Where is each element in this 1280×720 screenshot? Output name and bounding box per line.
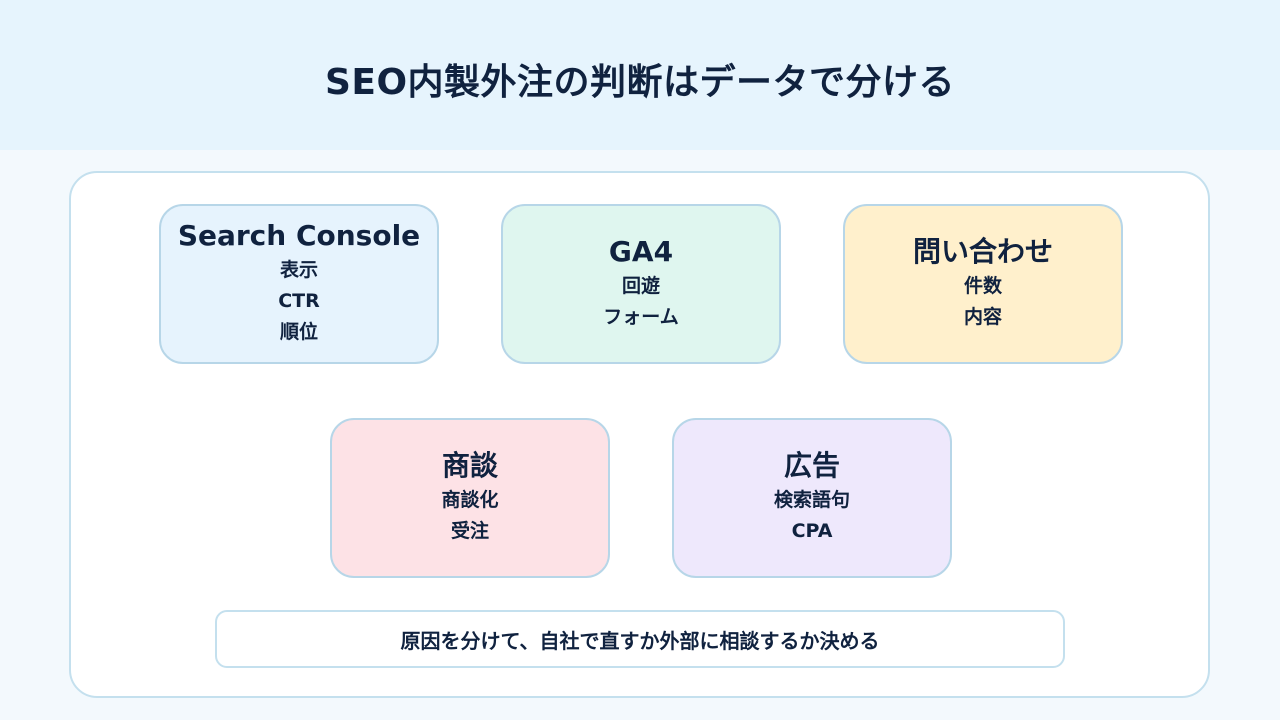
card-item: 受注 [450,520,489,542]
card-ads: 広告 検索語句 CPA [672,418,952,578]
card-item: フォーム [603,306,679,328]
card-item: 表示 [279,258,318,281]
card-title: 商談 [441,449,498,482]
card-inquiries: 問い合わせ 件数 内容 [843,204,1123,364]
card-item: 順位 [279,320,318,343]
card-title: 問い合わせ [912,235,1053,268]
card-item: 回遊 [621,275,660,297]
card-item: 内容 [963,306,1002,328]
header-band: SEO内製外注の判断はデータで分ける [0,0,1280,150]
card-negotiation: 商談 商談化 受注 [330,418,610,578]
card-item: CTR [278,289,320,312]
summary-text: 原因を分けて、自社で直すか外部に相談するか決める [400,628,880,653]
card-item: CPA [791,520,833,542]
card-title: 広告 [783,449,840,482]
card-title: GA4 [608,235,674,268]
card-search-console: Search Console 表示 CTR 順位 [159,204,439,364]
card-item: 件数 [963,275,1002,297]
summary-box: 原因を分けて、自社で直すか外部に相談するか決める [215,610,1065,668]
card-item: 商談化 [441,489,499,511]
card-ga4: GA4 回遊 フォーム [501,204,781,364]
card-item: 検索語句 [773,489,850,511]
page-title: SEO内製外注の判断はデータで分ける [324,62,956,103]
card-title: Search Console [177,218,421,252]
